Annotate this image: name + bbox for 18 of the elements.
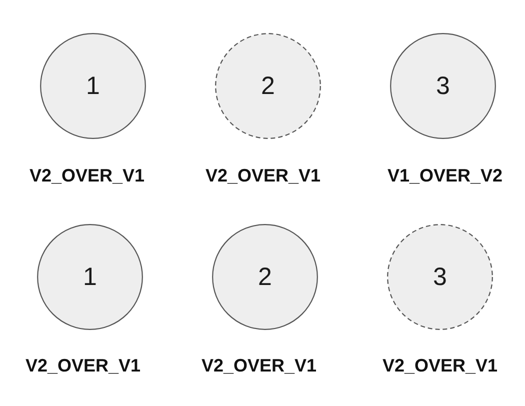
node-number: 2	[261, 74, 275, 98]
circle-node	[387, 224, 493, 330]
circle-node	[37, 224, 143, 330]
node-number: 1	[86, 74, 100, 98]
node-caption: V2_OVER_V1	[382, 356, 498, 376]
node-caption: V1_OVER_V2	[387, 166, 503, 186]
node-number: 2	[258, 264, 272, 290]
node-caption: V2_OVER_V1	[29, 166, 145, 186]
node-caption: V2_OVER_V1	[201, 356, 317, 376]
node-caption: V2_OVER_V1	[25, 356, 141, 376]
node-number: 3	[436, 74, 450, 98]
node-caption: V2_OVER_V1	[205, 166, 321, 186]
circle-node	[215, 33, 321, 139]
node-number: 1	[83, 264, 97, 290]
circle-node	[212, 224, 318, 330]
node-number: 3	[433, 264, 447, 290]
circle-node	[40, 33, 146, 139]
circle-node	[390, 33, 496, 139]
